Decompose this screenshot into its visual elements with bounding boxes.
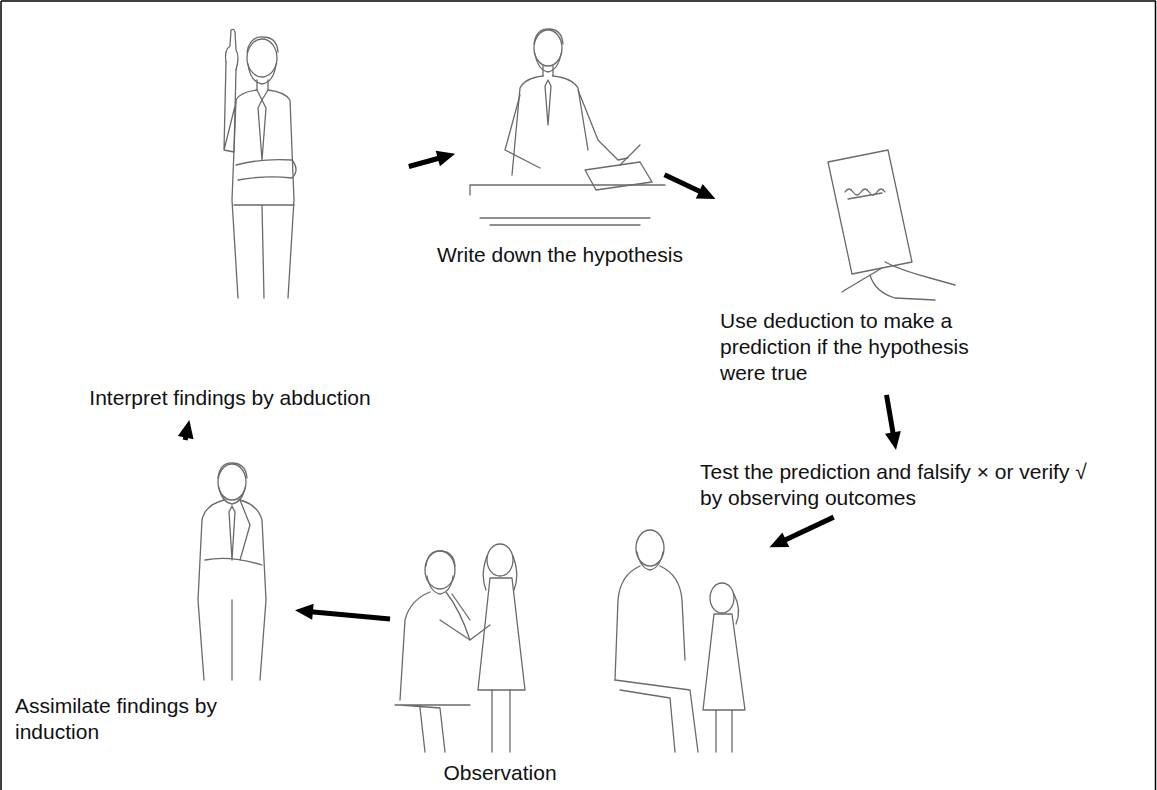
arrow-shaft bbox=[784, 517, 834, 540]
girl-legs bbox=[492, 690, 510, 752]
figure-hair bbox=[218, 463, 247, 478]
cycle-arrow bbox=[178, 420, 194, 440]
girl-head bbox=[487, 544, 513, 576]
cycle-step: Interpret findings by abduction bbox=[60, 15, 404, 415]
figure-tie bbox=[258, 100, 266, 160]
cycle-arrow bbox=[295, 604, 390, 620]
cycle-arrow bbox=[665, 175, 716, 199]
cycle-step: Write down the hypothesis bbox=[460, 15, 660, 235]
paper-sheet bbox=[585, 162, 652, 190]
step-caption: Test the prediction and falsify × or ver… bbox=[700, 459, 1100, 511]
arrow-head bbox=[178, 420, 194, 439]
figure-neck bbox=[257, 80, 268, 90]
arrow-shaft bbox=[886, 395, 893, 434]
figure-hair bbox=[426, 551, 455, 566]
hand bbox=[870, 262, 955, 300]
cycle-step: Observation bbox=[395, 515, 765, 758]
figure-hair bbox=[247, 37, 278, 52]
cycle-arrow bbox=[885, 395, 901, 450]
arrow-head bbox=[770, 532, 790, 547]
step-caption: Observation bbox=[425, 760, 575, 786]
girl-dress bbox=[478, 578, 525, 690]
desk bbox=[470, 185, 665, 195]
observation-figures bbox=[395, 530, 745, 752]
girl-dress bbox=[703, 614, 745, 710]
step-caption: Write down the hypothesis bbox=[420, 242, 700, 268]
arrow-head bbox=[885, 431, 901, 450]
figure-tie bbox=[229, 506, 235, 560]
figure-beard bbox=[535, 54, 561, 72]
figure-body bbox=[232, 90, 294, 298]
cycle-arrow bbox=[409, 151, 455, 167]
figure-body bbox=[615, 566, 685, 680]
thinker-figure bbox=[224, 29, 296, 298]
pen bbox=[842, 268, 882, 292]
figure-legs bbox=[395, 705, 470, 752]
figure-hand bbox=[226, 29, 239, 70]
arrow-shaft bbox=[409, 158, 440, 166]
figure-collar bbox=[257, 90, 268, 100]
frame-line bbox=[1, 0, 1156, 2]
figure-tie bbox=[545, 80, 551, 125]
figure-body bbox=[198, 500, 266, 680]
figure-arm bbox=[505, 95, 540, 168]
frame-line bbox=[0, 1, 2, 790]
floor-line bbox=[480, 218, 650, 225]
cycle-step: Assimilate findings by induction bbox=[15, 445, 290, 749]
figure-neck bbox=[543, 66, 553, 76]
hand-paper-figure bbox=[828, 150, 955, 300]
figure-hair bbox=[534, 29, 563, 44]
figure-beard bbox=[637, 552, 663, 570]
figure-beard bbox=[248, 64, 276, 84]
figure-head bbox=[247, 39, 277, 77]
writer-figure bbox=[470, 29, 665, 225]
stethoscope bbox=[446, 592, 470, 640]
figure-beard bbox=[427, 576, 453, 594]
figure-head bbox=[218, 464, 246, 500]
handwriting-line bbox=[848, 193, 882, 199]
cycle-step: Use deduction to make a prediction if th… bbox=[720, 150, 1010, 390]
arrow-head bbox=[295, 604, 314, 620]
figure-arm bbox=[224, 62, 236, 152]
step-caption: Assimilate findings by induction bbox=[15, 693, 220, 745]
figure-crossed-arm bbox=[236, 160, 296, 180]
figure-legs bbox=[231, 600, 232, 680]
figure-arm bbox=[440, 620, 490, 640]
cycle-step: Test the prediction and falsify × or ver… bbox=[700, 455, 1104, 515]
arrow-head bbox=[696, 184, 716, 199]
paper-sheet bbox=[828, 150, 912, 274]
cycle-arrow bbox=[770, 517, 834, 547]
figure-head bbox=[534, 30, 562, 66]
frame-line bbox=[1155, 1, 1157, 790]
girl-pigtails bbox=[483, 556, 517, 590]
step-caption: Use deduction to make a prediction if th… bbox=[720, 308, 1005, 386]
arrow-shaft bbox=[311, 612, 390, 619]
pondering-figure bbox=[198, 463, 266, 680]
figure-legs bbox=[615, 680, 698, 752]
step-caption: Interpret findings by abduction bbox=[60, 385, 400, 411]
girl-head bbox=[710, 583, 734, 613]
figure-legs bbox=[234, 205, 294, 298]
figure-arm bbox=[205, 500, 262, 565]
arrow-shaft bbox=[665, 175, 702, 192]
arrow-head bbox=[436, 151, 455, 166]
girl-legs bbox=[716, 710, 732, 752]
figure-body bbox=[400, 592, 470, 700]
figure-arm bbox=[578, 90, 628, 160]
girl-pigtails bbox=[734, 594, 739, 624]
